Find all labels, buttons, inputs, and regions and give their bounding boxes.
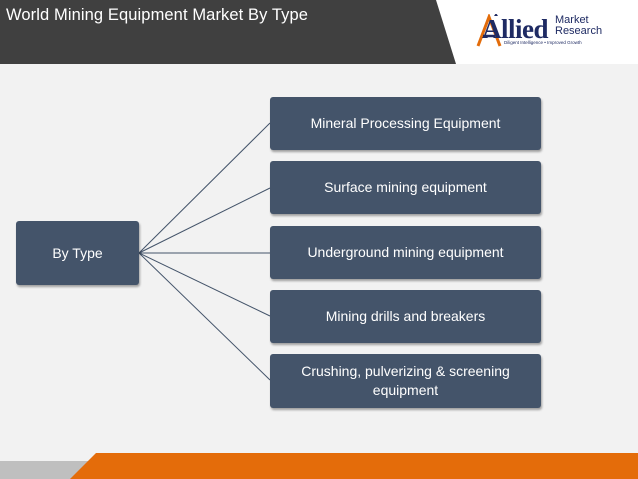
slide-title: World Mining Equipment Market By Type [6, 6, 309, 24]
child-node-underground-mining: Underground mining equipment [270, 226, 541, 279]
connector-line [138, 252, 271, 317]
logo-wordmark: Allied [482, 14, 549, 44]
allied-logo-mark-icon [476, 14, 502, 47]
connector-line [138, 252, 271, 381]
child-node-label: Underground mining equipment [307, 244, 504, 260]
header-title-band [0, 0, 456, 64]
connector-line [138, 187, 271, 254]
child-node-label: Surface mining equipment [324, 179, 487, 195]
child-node-surface-mining: Surface mining equipment [270, 161, 541, 214]
footer-accent-bar [0, 453, 638, 479]
child-node-label: Mining drills and breakers [325, 308, 486, 324]
child-node-drills-breakers: Mining drills and breakers [270, 290, 541, 343]
slide-header: World Mining Equipment Market By Type Al… [0, 0, 638, 64]
allied-market-research-logo: Allied Market Research Diligent Intellig… [474, 12, 604, 52]
child-node-crushing-pulverizing: Crushing, pulverizing & screening equipm… [270, 354, 541, 408]
child-node-mineral-processing: Mineral Processing Equipment [270, 97, 541, 150]
child-node-label: Crushing, pulverizing & screening equipm… [301, 363, 510, 398]
connector-line [138, 122, 271, 254]
root-node-by-type: By Type [16, 221, 139, 285]
child-node-label: Mineral Processing Equipment [310, 115, 501, 131]
logo-market-text: Market [555, 14, 589, 26]
logo-tagline: Diligent Intelligence • Improved Growth [504, 40, 582, 45]
root-node-label: By Type [52, 244, 103, 261]
logo-research-text: Research [555, 25, 603, 37]
